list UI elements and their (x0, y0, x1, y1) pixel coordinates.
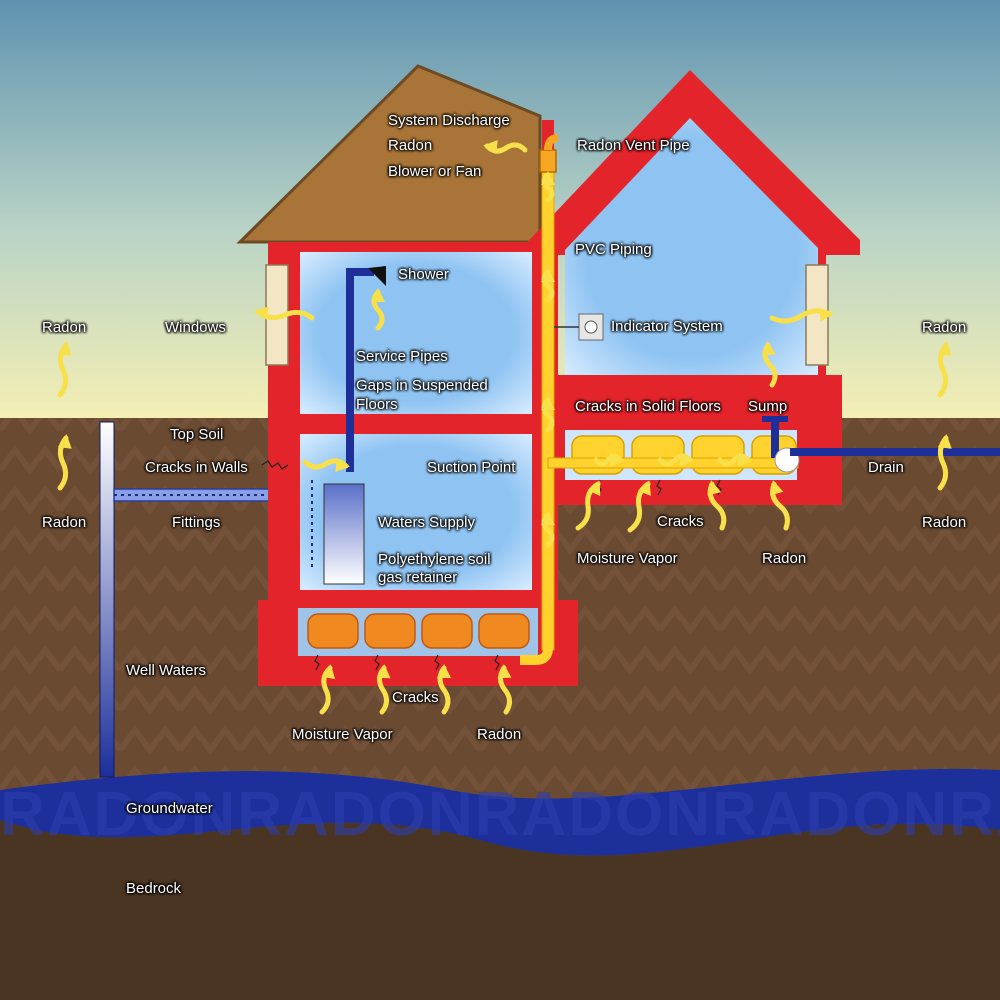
blower-fan-box (539, 149, 557, 173)
gravel-bags-left (307, 613, 530, 649)
indicator-system-label: Indicator System (611, 318, 723, 335)
shower-head (368, 266, 386, 286)
shower-arrow-head (371, 288, 385, 302)
suction-arrow-2-head (680, 453, 694, 467)
radon-top-left-label: Radon (42, 319, 87, 336)
pipe-arrow-4-head (541, 511, 555, 525)
discharge-arrow-head (483, 140, 498, 155)
fittings-label: Fittings (172, 514, 221, 531)
radon-left-basement-label: Radon (477, 726, 522, 743)
suction-point-label: Suction Point (427, 459, 516, 476)
radon-vent-pipe-label: Radon Vent Pipe (577, 137, 690, 154)
window-arrow-right-head (819, 307, 834, 322)
crack-marks (261, 460, 722, 671)
slab-arrow-4-head (769, 480, 784, 496)
room-arrow-right-head (762, 341, 776, 356)
gaps-floors-label-2: Floors (356, 396, 398, 413)
service-pipes-label: Service Pipes (356, 348, 448, 365)
cracks-left-label: Cracks (392, 689, 439, 706)
slab-arrow-3-head (707, 480, 722, 496)
pipe-arrow-3-head (541, 396, 555, 410)
floor-arrow-2-head (376, 664, 391, 679)
shower-label: Shower (398, 266, 449, 283)
window-arrow-left-head (254, 306, 269, 321)
radon-arrow-right-soil-head (937, 434, 952, 449)
groundwater-band (0, 768, 1000, 856)
poly-label-1: Polyethylene soil (378, 551, 491, 568)
drain-pipe (790, 448, 1000, 456)
waters-supply-label: Waters Supply (378, 514, 475, 531)
radon-right-basement-label: Radon (762, 550, 807, 567)
floor-arrow-3-head (437, 664, 451, 678)
water-tank (323, 483, 365, 585)
gable-room (565, 118, 818, 378)
suction-arrow-1-head (610, 453, 624, 467)
radon-arrow-right-sky-head (937, 341, 952, 356)
windows-label: Windows (165, 319, 226, 336)
sump-pipe (771, 418, 779, 458)
cracks-right-label: Cracks (657, 513, 704, 530)
pvc-piping-label: PVC Piping (575, 241, 652, 258)
sump-label: Sump (748, 398, 788, 415)
slab-arrow-1-head (587, 480, 601, 497)
moisture-vapor-left-label: Moisture Vapor (292, 726, 393, 743)
radon-roof-label: Radon (388, 137, 433, 154)
bedrock (0, 820, 1000, 1000)
radon-bottom-right-label: Radon (922, 514, 967, 531)
pipe-arrow-2-head (541, 268, 555, 282)
cracks-in-walls-label: Cracks in Walls (145, 459, 248, 476)
radon-arrows (57, 140, 952, 715)
floor-arrow-1-head (321, 664, 336, 680)
blower-fan-label: Blower or Fan (388, 163, 482, 180)
bedrock-label: Bedrock (126, 880, 182, 897)
radon-bottom-left-label: Radon (42, 514, 87, 531)
groundwater-label: Groundwater (126, 800, 213, 817)
drain-label: Drain (868, 459, 904, 476)
moisture-vapor-right-label: Moisture Vapor (577, 550, 678, 567)
poly-label-2: gas retainer (378, 569, 458, 586)
service-pipe (346, 272, 354, 472)
cracks-solid-floors-label: Cracks in Solid Floors (575, 398, 721, 415)
radon-arrow-left-soil-head (57, 434, 72, 449)
well-pipe (99, 421, 115, 778)
upper-left-room (300, 252, 532, 414)
wall-crack-arrow-head (335, 458, 350, 472)
gaps-floors-label-1: Gaps in Suspended (356, 377, 488, 394)
watermark: RADONRADONRADONRADONRADONRADON (0, 780, 1000, 849)
well-waters-label: Well Waters (126, 662, 207, 679)
floor-arrow-4-head (497, 664, 512, 679)
radon-top-right-label: Radon (922, 319, 967, 336)
system-discharge-label: System Discharge (388, 112, 510, 129)
pipe-arrow-1-head (541, 171, 555, 185)
top-soil-label: Top Soil (170, 426, 224, 443)
radon-arrow-left-sky-head (57, 341, 72, 356)
suction-arrow-3-head (738, 453, 752, 467)
slab-arrow-2-head (637, 480, 651, 496)
